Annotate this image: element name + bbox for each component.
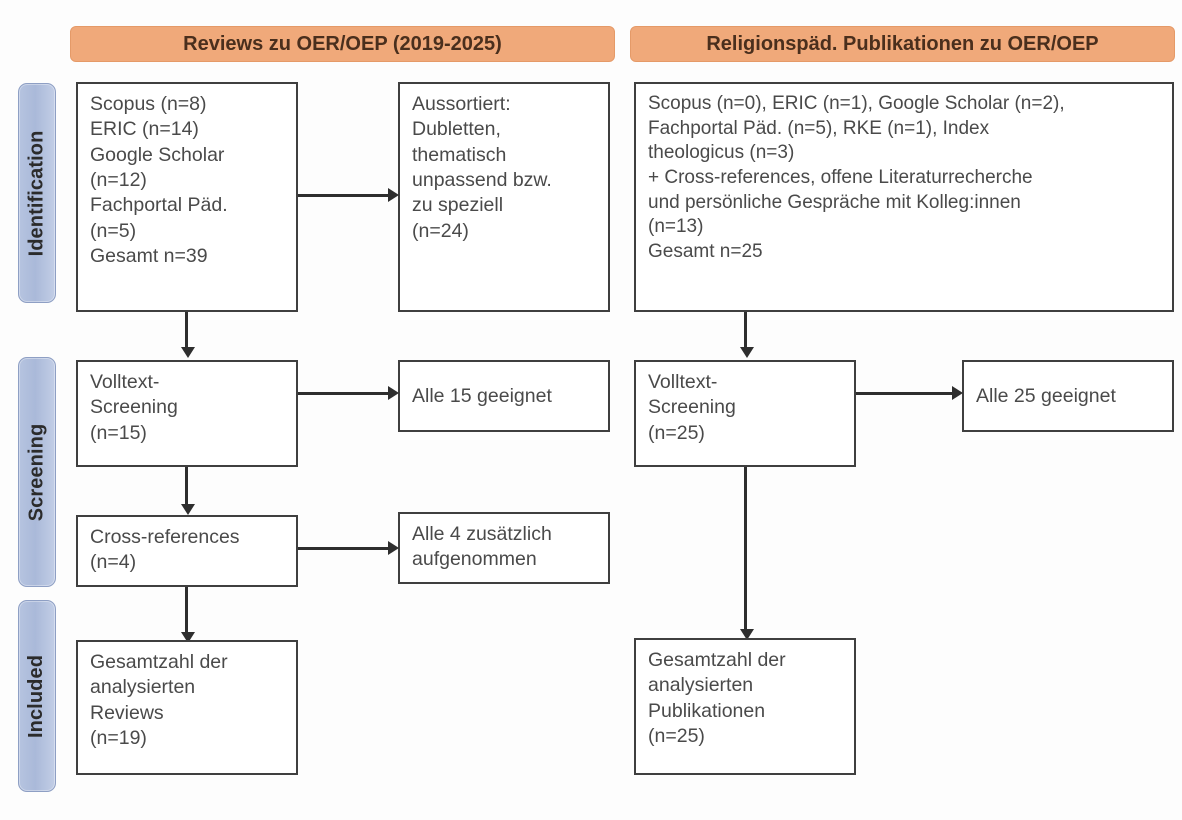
arrowhead-left-screening-to-crossrefs <box>181 504 195 515</box>
arrowhead-left-sources-to-excluded <box>388 188 399 202</box>
arrowhead-left-sources-to-screening <box>181 347 195 358</box>
connector-right-sources-to-screening <box>744 312 747 350</box>
connector-right-screening-to-suitable <box>856 392 954 395</box>
phase-label-included: Included <box>25 654 48 738</box>
box-right-fulltext-screening: Volltext- Screening (n=25) <box>634 360 856 467</box>
connector-left-screening-to-crossrefs <box>185 467 188 507</box>
arrowhead-left-crossrefs-to-included <box>181 632 195 643</box>
connector-left-sources-to-screening <box>185 312 188 350</box>
box-left-all-suitable: Alle 15 geeignet <box>398 360 610 432</box>
box-right-all-suitable: Alle 25 geeignet <box>962 360 1174 432</box>
arrowhead-left-crossrefs-to-added <box>388 541 399 555</box>
connector-right-screening-to-included <box>744 467 747 632</box>
connector-left-crossrefs-to-added <box>298 547 390 550</box>
column-header-religionspaed: Religionspäd. Publikationen zu OER/OEP <box>630 26 1175 62</box>
phase-bar-screening: Screening <box>18 357 56 587</box>
column-header-reviews-label: Reviews zu OER/OEP (2019-2025) <box>183 32 502 55</box>
column-header-reviews: Reviews zu OER/OEP (2019-2025) <box>70 26 615 62</box>
box-left-identification-sources: Scopus (n=8) ERIC (n=14) Google Scholar … <box>76 82 298 312</box>
phase-label-screening: Screening <box>25 423 48 521</box>
box-right-identification-sources: Scopus (n=0), ERIC (n=1), Google Scholar… <box>634 82 1174 312</box>
box-left-cross-references: Cross-references (n=4) <box>76 515 298 587</box>
arrowhead-right-screening-to-included <box>740 629 754 640</box>
connector-left-sources-to-excluded <box>298 194 390 197</box>
phase-label-identification: Identification <box>25 130 48 256</box>
box-left-all-added: Alle 4 zusätzlich aufgenommen <box>398 512 610 584</box>
box-right-included-total: Gesamtzahl der analysierten Publikatione… <box>634 638 856 775</box>
arrowhead-right-screening-to-suitable <box>952 386 963 400</box>
phase-bar-identification: Identification <box>18 83 56 303</box>
box-left-fulltext-screening: Volltext- Screening (n=15) <box>76 360 298 467</box>
connector-left-crossrefs-to-included <box>185 587 188 635</box>
arrowhead-right-sources-to-screening <box>740 347 754 358</box>
arrowhead-left-screening-to-suitable <box>388 386 399 400</box>
column-header-religionspaed-label: Religionspäd. Publikationen zu OER/OEP <box>706 32 1099 55</box>
box-left-excluded: Aussortiert: Dubletten, thematisch unpas… <box>398 82 610 312</box>
box-left-included-total: Gesamtzahl der analysierten Reviews (n=1… <box>76 640 298 775</box>
phase-bar-included: Included <box>18 600 56 792</box>
connector-left-screening-to-suitable <box>298 392 390 395</box>
